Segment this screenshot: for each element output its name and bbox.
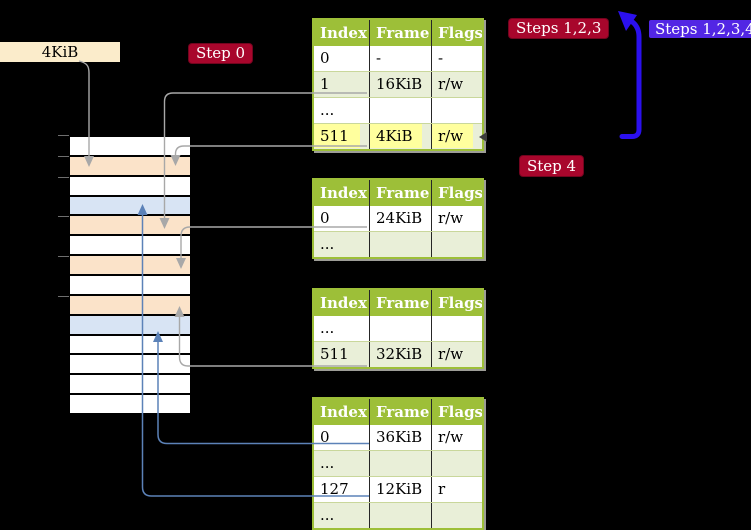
table-cell: 32KiB <box>369 342 431 367</box>
table-header-cell: Flags <box>431 20 482 46</box>
table-cell: 36KiB <box>369 425 431 450</box>
table-cell: - <box>431 46 482 71</box>
address-tick-mark <box>58 296 69 297</box>
highlighted-cell-text: r/w <box>432 124 473 148</box>
table-cell <box>369 503 431 528</box>
table-cell: r <box>431 477 482 502</box>
table-cell <box>431 451 482 476</box>
table-cell <box>431 232 482 257</box>
table-cell <box>369 232 431 257</box>
memory-frame-row <box>70 137 190 155</box>
highlighted-cell-text: 511 <box>314 124 360 148</box>
table-header-cell: Flags <box>431 290 482 316</box>
address-tick-mark <box>58 176 69 178</box>
table-header-cell: Flags <box>431 180 482 206</box>
table-cell <box>369 98 431 123</box>
table-row: 511 4KiB r/w <box>314 123 482 149</box>
table-cell <box>431 503 482 528</box>
table-cell: - <box>369 46 431 71</box>
step0-badge: Step 0 <box>189 44 253 63</box>
highlighted-cell-text: 4KiB <box>370 124 422 148</box>
table-cell: 0 <box>320 428 330 446</box>
address-tick-mark <box>58 216 69 217</box>
table-cell: r/w <box>431 342 482 367</box>
table-header-cell: Frame <box>369 399 431 425</box>
table-cell: ... <box>320 454 335 472</box>
table-header-cell: Flags <box>431 399 482 425</box>
steps1234-badge: Steps 1,2,3,4 <box>649 20 751 38</box>
table-row: ... <box>314 97 482 123</box>
table-cell: r/w <box>431 124 482 149</box>
frame-size-label: 4KiB <box>0 42 120 62</box>
table-cell: 12KiB <box>369 477 431 502</box>
address-tick-mark <box>58 134 69 136</box>
table-header-cell: Index <box>320 294 367 312</box>
table-cell: 511 <box>314 124 369 149</box>
memory-frame-row <box>70 156 190 175</box>
table-cell: r/w <box>431 206 482 231</box>
table-header-cell: Frame <box>369 180 431 206</box>
table-header-cell: Frame <box>369 20 431 46</box>
table-row: 0 -- <box>314 46 482 71</box>
address-tick-mark <box>58 156 69 157</box>
table-cell <box>369 451 431 476</box>
table-cell: 0 <box>320 49 330 67</box>
table-cell: ... <box>320 319 335 337</box>
table-row: ... <box>314 502 482 528</box>
table-cell: 1 <box>320 75 330 93</box>
table-cell <box>431 98 482 123</box>
table-header-cell: Index <box>320 184 367 202</box>
table-cell: 127 <box>320 480 349 498</box>
table-cell: 511 <box>320 345 349 363</box>
table-cell <box>369 316 431 341</box>
table-cell: r/w <box>431 72 482 97</box>
table-row: ... <box>314 450 482 476</box>
address-tick-mark <box>58 256 69 257</box>
table-cell: ... <box>320 101 335 119</box>
table-cell: ... <box>320 506 335 524</box>
table-cell: 4KiB <box>369 124 431 149</box>
table-row: ... <box>314 231 482 257</box>
table-cell: 24KiB <box>369 206 431 231</box>
table-header-cell: Index <box>320 403 367 421</box>
table-cell <box>431 316 482 341</box>
table-cell: r/w <box>431 425 482 450</box>
table-header-cell: Index <box>320 24 367 42</box>
steps123-badge: Steps 1,2,3 <box>509 19 609 38</box>
memory-frame-row <box>70 176 190 195</box>
table-row: ... <box>314 316 482 341</box>
memory-frame-row <box>70 196 190 215</box>
table-cell: 0 <box>320 209 330 227</box>
table-header-cell: Frame <box>369 290 431 316</box>
table-cell: 16KiB <box>369 72 431 97</box>
table-cell: ... <box>320 235 335 253</box>
step4-badge: Step 4 <box>520 156 584 176</box>
